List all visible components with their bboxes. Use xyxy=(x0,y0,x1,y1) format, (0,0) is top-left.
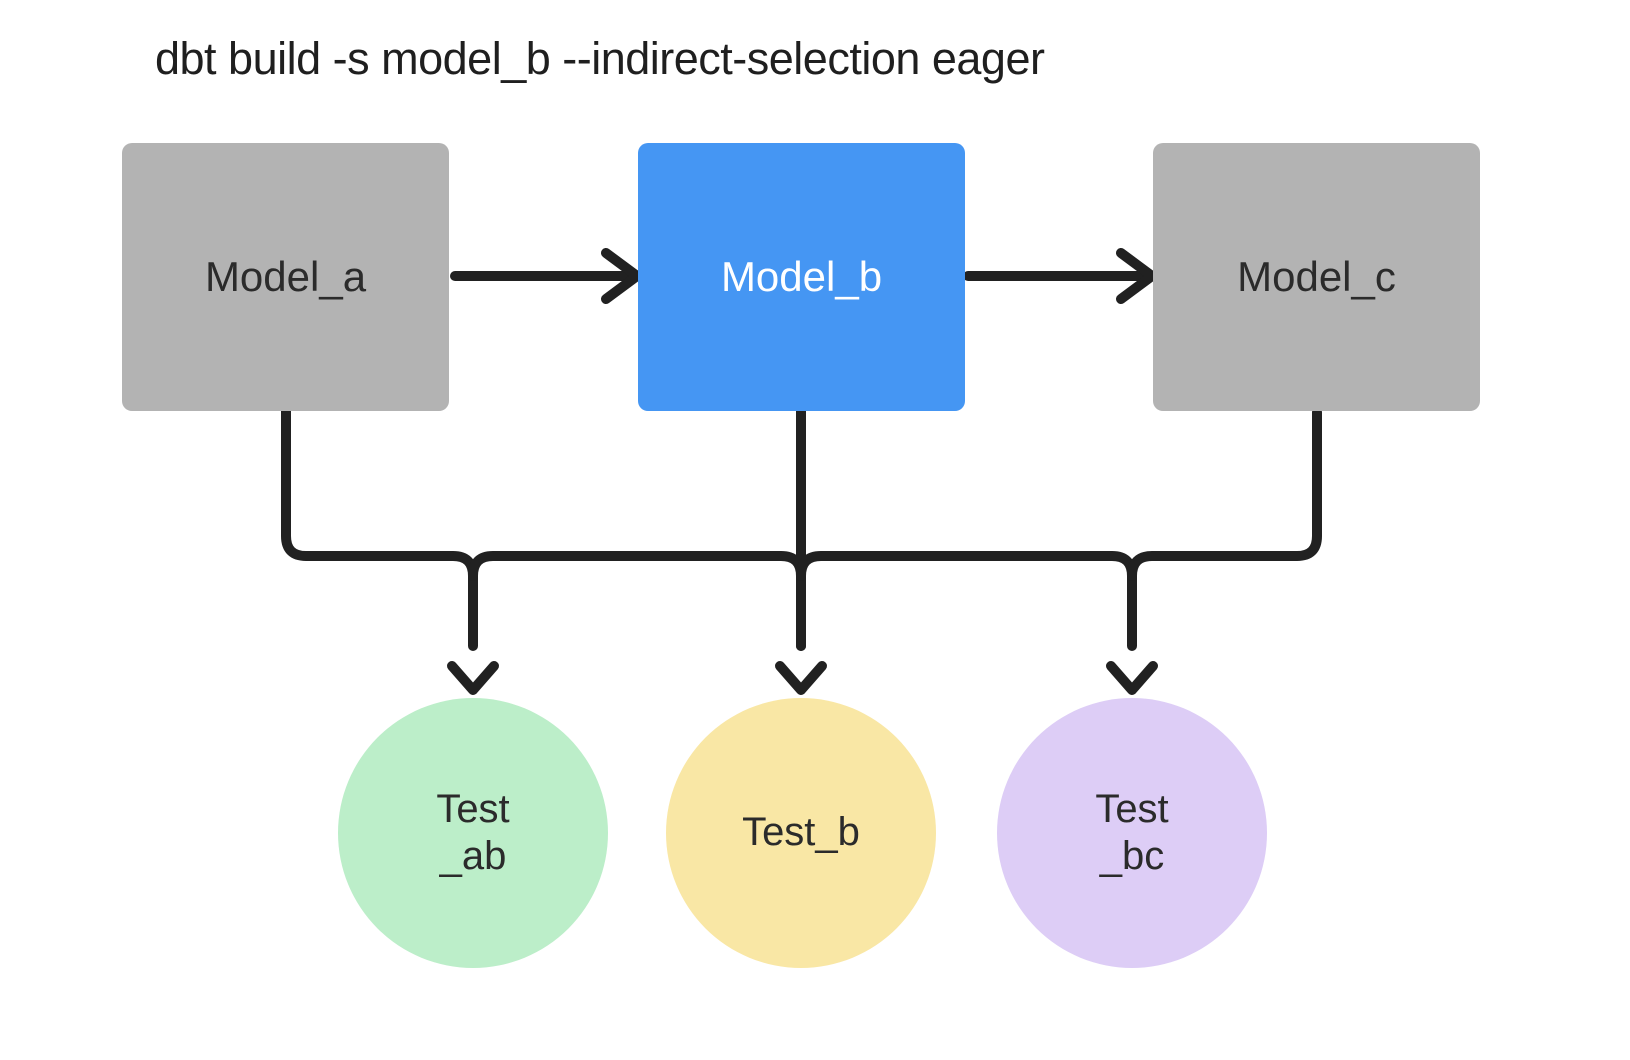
edge-bus-to-test-b xyxy=(468,551,806,651)
node-model-a: Model_a xyxy=(122,143,449,411)
diagram-title: dbt build -s model_b --indirect-selectio… xyxy=(155,33,1045,84)
node-test-ab-label: Test _ab xyxy=(436,786,510,878)
arrowhead-test-bc xyxy=(1106,661,1158,695)
arrowhead-model-c xyxy=(1116,248,1157,304)
arrowhead-test-ab xyxy=(447,661,499,695)
arrowhead-model-b xyxy=(601,248,642,304)
edge-model-a-to-bus xyxy=(281,406,478,651)
node-test-bc: Test _bc xyxy=(997,698,1267,968)
edge-model-c-to-bus xyxy=(1127,407,1322,581)
arrowhead-test-b xyxy=(775,661,827,695)
node-model-a-label: Model_a xyxy=(204,253,367,300)
node-test-bc-label: Test _bc xyxy=(1095,786,1169,878)
edge-bus-to-test-bc xyxy=(796,551,1137,651)
node-model-c: Model_c xyxy=(1153,143,1480,411)
node-test-b: Test_b xyxy=(666,698,936,968)
node-model-b: Model_b xyxy=(638,143,965,411)
node-model-b-label: Model_b xyxy=(720,253,883,300)
node-test-ab: Test _ab xyxy=(338,698,608,968)
node-model-c-label: Model_c xyxy=(1237,253,1396,300)
node-test-b-label: Test_b xyxy=(742,810,860,855)
